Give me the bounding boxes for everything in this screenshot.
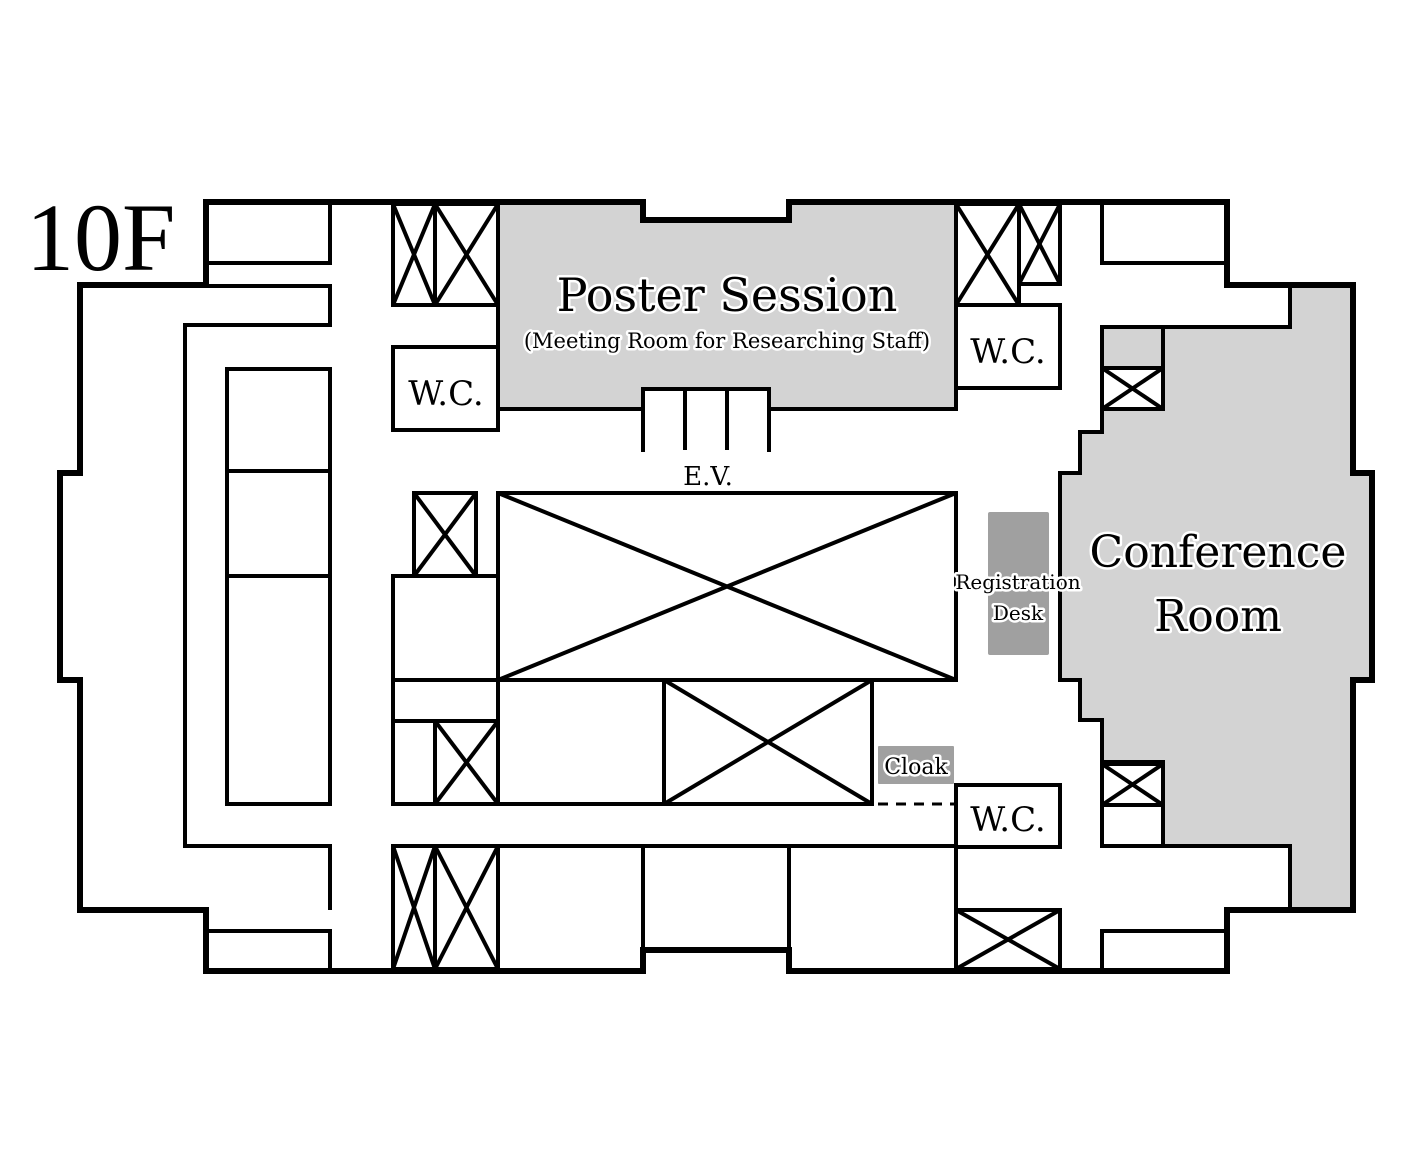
- wc-top-right-room[interactable]: [954, 303, 1062, 390]
- core-room-left-strip: [391, 678, 500, 723]
- core-room-bottom: [496, 678, 874, 806]
- registration-desk-label-line1: Registration: [955, 570, 1080, 594]
- shaft-bottom-left: [391, 844, 500, 971]
- shaft-cross: [391, 845, 437, 970]
- shaft-cross: [391, 203, 437, 306]
- room-bottom-right: [1100, 929, 1229, 971]
- conference-room-fill[interactable]: [1060, 285, 1372, 908]
- shaft-cross: [954, 202, 1021, 307]
- elevator-label: E.V.: [683, 462, 733, 492]
- floor-label: 10F: [26, 184, 175, 291]
- shaft-cross: [497, 491, 957, 682]
- outer-wall: [57, 199, 1375, 974]
- shaft-bottom-right: [954, 908, 1062, 971]
- conference-room-label-line1: Conference: [1090, 527, 1347, 578]
- poster-session-wall: [496, 202, 645, 411]
- shaft-top-right-small: [1017, 202, 1062, 286]
- wc-bottom-right-label: W.C.: [970, 800, 1045, 840]
- registration-desk-label-line2: Desk: [993, 601, 1044, 625]
- shaft-cross: [1100, 762, 1165, 807]
- poster-session-title: Poster Session: [557, 268, 898, 322]
- wc-left-label: W.C.: [408, 374, 483, 414]
- cloak-label: Cloak: [884, 755, 948, 780]
- shaft-cross: [955, 908, 1061, 971]
- room-top-right: [1100, 202, 1229, 265]
- conference-room-fill-upper: [1163, 327, 1290, 370]
- shaft-cross: [1100, 366, 1165, 411]
- room-top-left-a: [204, 202, 332, 265]
- left-stack-room: [225, 367, 332, 806]
- conference-room-label-line2: Room: [1154, 591, 1282, 642]
- core-room-left: [391, 574, 500, 682]
- poster-session-subtitle: (Meeting Room for Researching Staff): [524, 329, 930, 353]
- poster-session-room-fill[interactable]: [498, 204, 956, 409]
- shaft-cross: [412, 491, 478, 578]
- shaft-cross: [1017, 203, 1062, 285]
- wc-top-right-label: W.C.: [970, 332, 1045, 372]
- elevator-outline: [641, 387, 771, 452]
- room-bottom-left-a: [204, 929, 332, 971]
- shaft-conf-top: [1100, 366, 1165, 411]
- registration-desk[interactable]: [988, 512, 1049, 655]
- wc-bottom-right-room[interactable]: [954, 783, 1062, 849]
- shaft-cross: [433, 202, 500, 307]
- cloak-area[interactable]: [878, 746, 954, 784]
- shaft-conf-bottom: [1100, 762, 1165, 807]
- conference-room-wall: [1058, 407, 1292, 910]
- room-top-left-b: [183, 284, 332, 910]
- shaft-cross: [433, 845, 500, 970]
- shaft-cross: [662, 678, 874, 806]
- shaft-cross: [433, 719, 500, 806]
